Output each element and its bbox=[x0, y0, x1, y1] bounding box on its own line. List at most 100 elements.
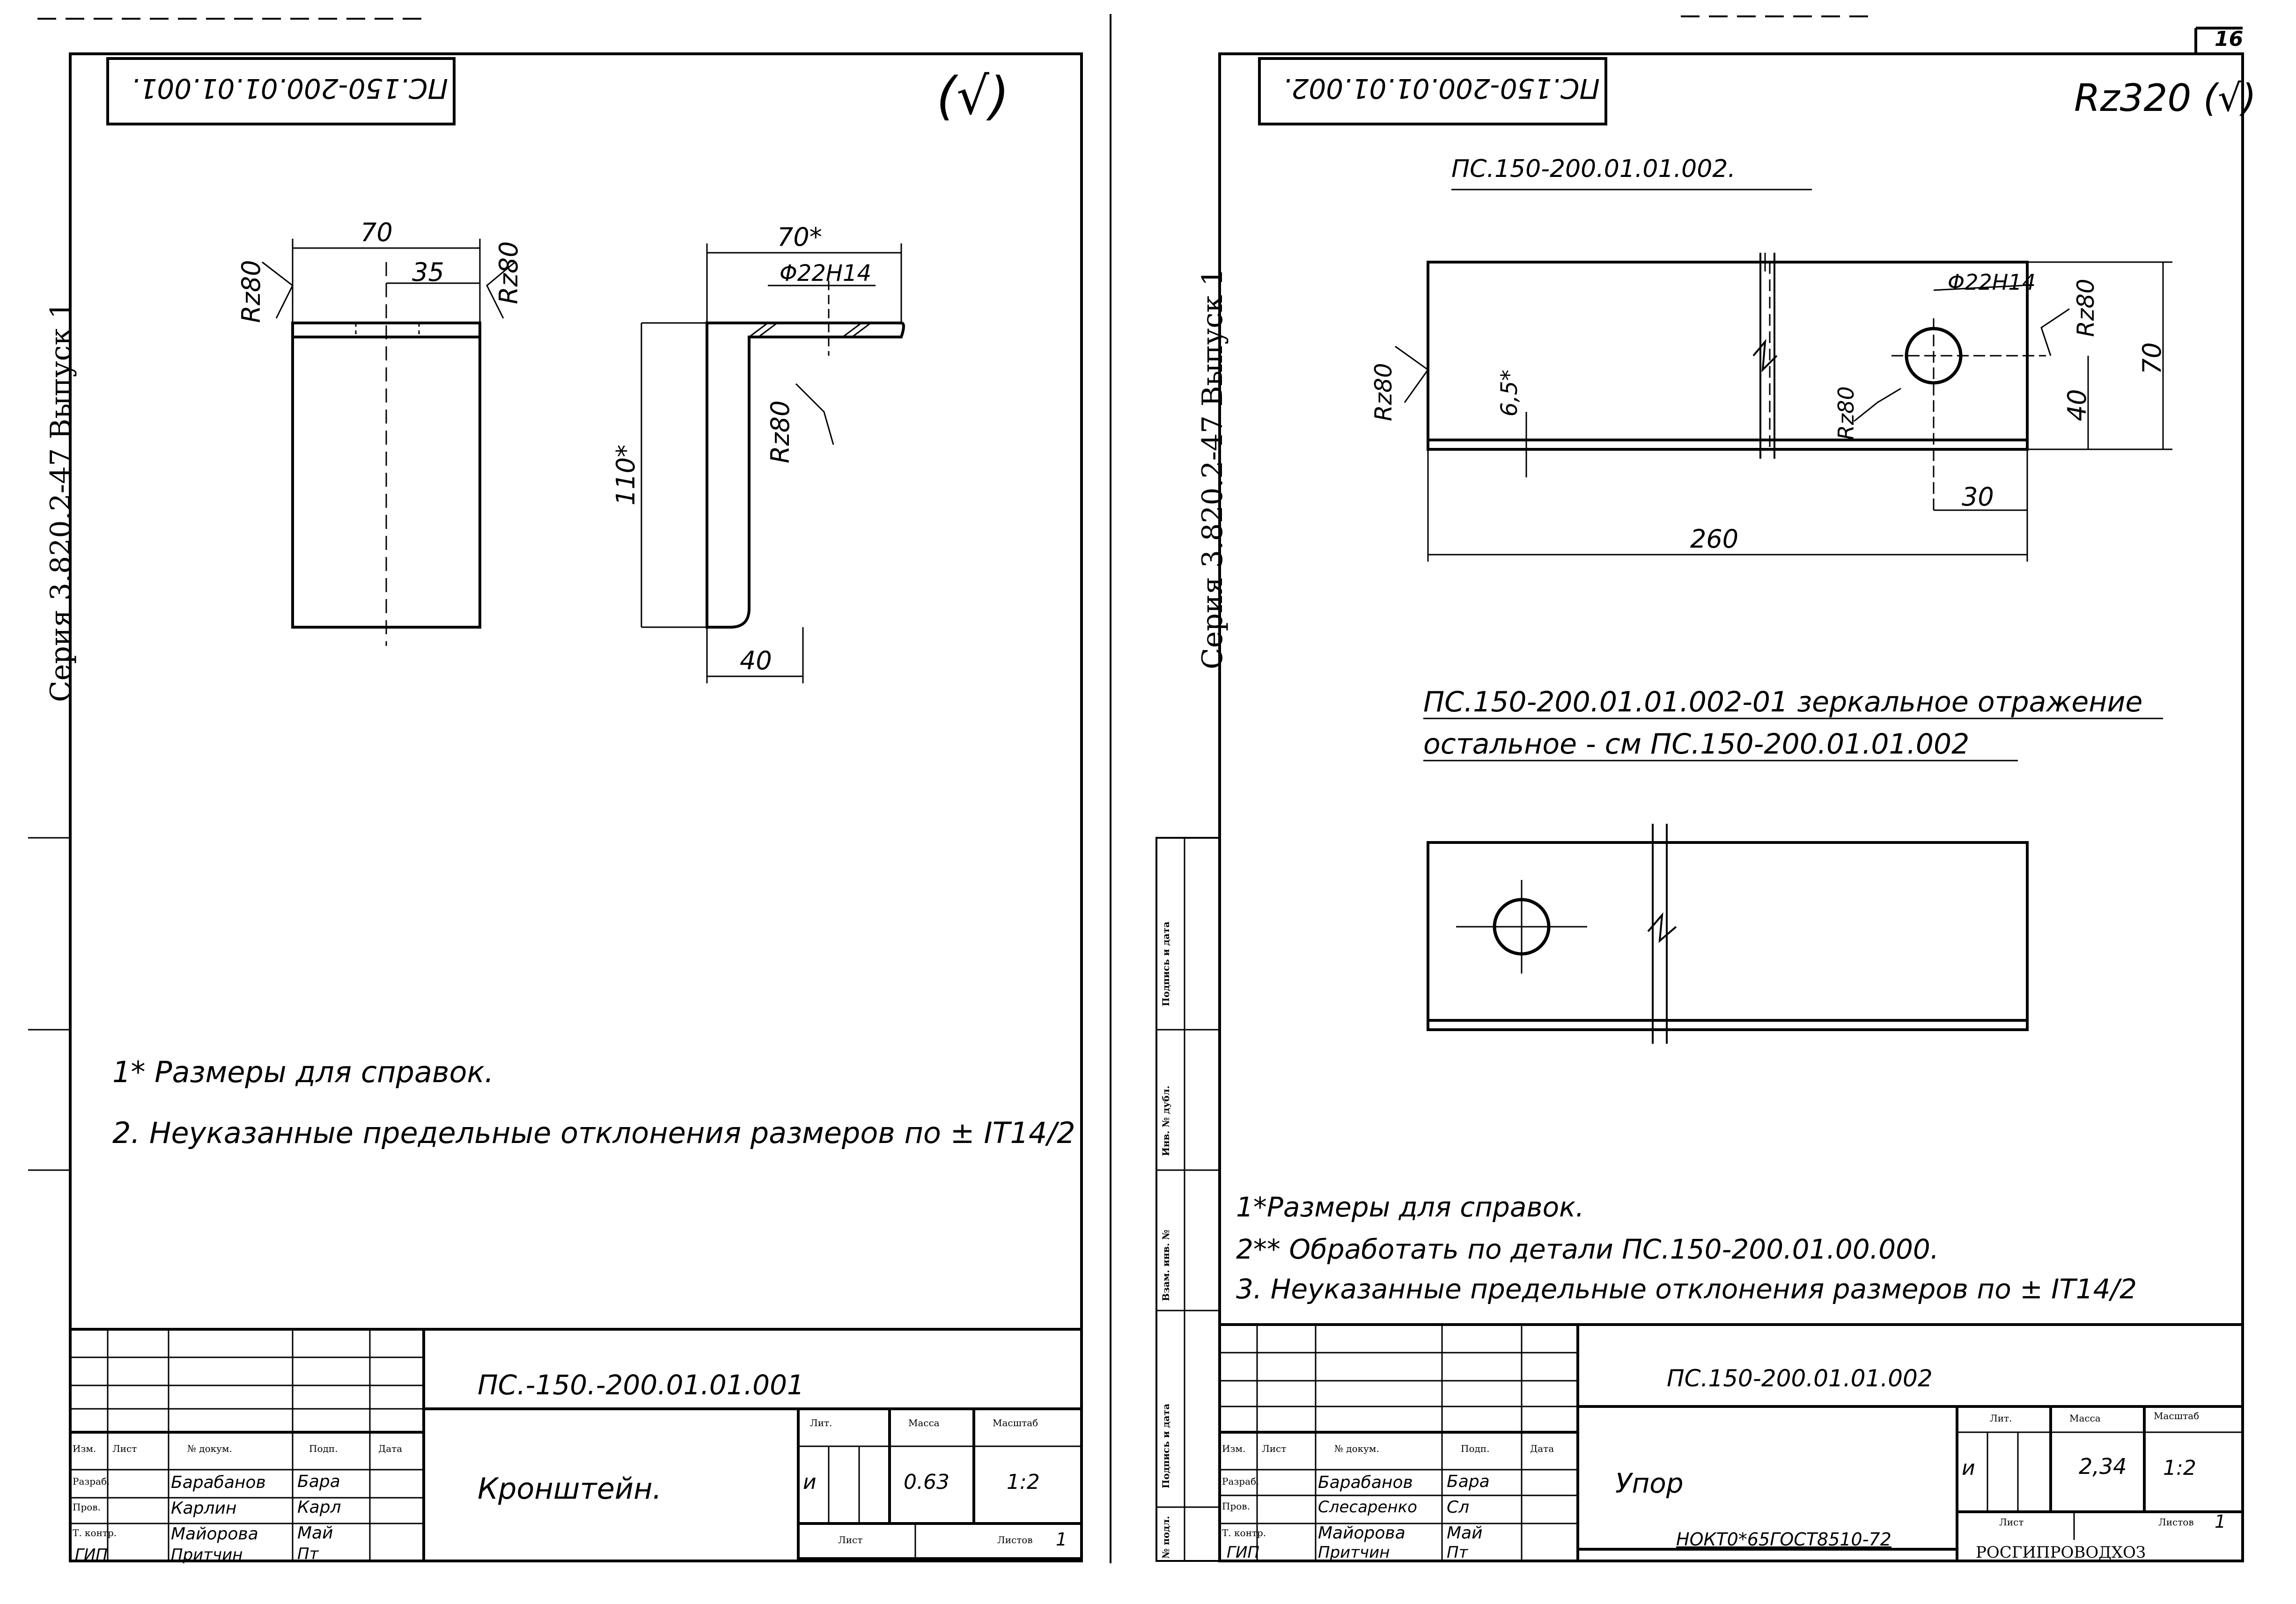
right-series-label: Серия 3.820.2-47 Выпуск 1 bbox=[1196, 268, 1229, 669]
right-mirror-note-1: ПС.150-200.01.01.002-01 зеркальное отраж… bbox=[1423, 686, 2143, 718]
right-part-name: Упор bbox=[1615, 1467, 1684, 1499]
right-col-sign: Подп. bbox=[1461, 1443, 1490, 1454]
right-person-1: Слесаренко bbox=[1318, 1498, 1417, 1516]
right-roughness-symbol: Rz320 (√) bbox=[2074, 76, 2257, 120]
left-lit-value: и bbox=[803, 1470, 817, 1494]
right-signature-2: Май bbox=[1447, 1523, 1483, 1543]
right-person-2: Майорова bbox=[1318, 1523, 1406, 1543]
right-role-1: Пров. bbox=[1222, 1501, 1250, 1512]
left-person-0: Барабанов bbox=[171, 1473, 266, 1492]
right-note-3: 3. Неуказанные предельные отклонения раз… bbox=[1236, 1273, 2137, 1305]
dim-hole: Φ22H14 bbox=[780, 260, 872, 286]
right-scale-value: 1:2 bbox=[2163, 1456, 2196, 1480]
right-stamp-code: ПС.150-200.01.01.002. bbox=[1283, 73, 1600, 104]
right-mass-value: 2,34 bbox=[2079, 1454, 2127, 1479]
right-lit-header: Лит. bbox=[1990, 1413, 2012, 1424]
dim-70: 70 bbox=[361, 218, 393, 247]
dim-35: 35 bbox=[412, 257, 444, 287]
dim-70-star: 70* bbox=[777, 222, 822, 252]
right-col-doc: № докум. bbox=[1334, 1443, 1379, 1454]
right-dim-hole: Φ22H14 bbox=[1948, 270, 2036, 295]
left-role-3: ГИП bbox=[75, 1545, 108, 1564]
right-sheets-header: Листов bbox=[2158, 1516, 2194, 1528]
left-col-date: Дата bbox=[378, 1443, 403, 1454]
right-col-date: Дата bbox=[1530, 1443, 1554, 1454]
right-signature-1: Сл bbox=[1447, 1498, 1470, 1517]
right-signature-0: Бара bbox=[1447, 1472, 1490, 1491]
left-scale-header: Масштаб bbox=[993, 1417, 1038, 1428]
left-role-2: Т. контр. bbox=[73, 1527, 117, 1538]
left-lit-header: Лит. bbox=[810, 1417, 832, 1428]
right-col-list: Лист bbox=[1262, 1443, 1287, 1454]
left-signature-1: Карл bbox=[297, 1498, 341, 1517]
left-sheets-value: 1 bbox=[1056, 1529, 1067, 1550]
right-role-2: Т. контр. bbox=[1222, 1527, 1266, 1538]
left-sheets-header: Листов bbox=[997, 1534, 1033, 1545]
left-col-doc: № докум. bbox=[187, 1443, 232, 1454]
right-col-izm: Изм. bbox=[1222, 1443, 1246, 1454]
left-title-block bbox=[69, 1329, 1082, 1561]
right-dim-40: 40 bbox=[2062, 389, 2092, 421]
side-stamp-2: Инв. № дубл. bbox=[1160, 1085, 1171, 1156]
dim-110: 110* bbox=[611, 444, 640, 505]
left-stamp-code: ПС.150-200.01.01.001. bbox=[131, 73, 448, 104]
left-roughness-symbol: (√) bbox=[936, 66, 1009, 126]
left-signature-0: Бара bbox=[297, 1472, 340, 1491]
right-role-0: Разраб. bbox=[1222, 1476, 1259, 1487]
dim-40: 40 bbox=[740, 646, 772, 675]
right-side-stamp bbox=[1155, 837, 1221, 1562]
side-stamp-5: № подл. bbox=[1160, 1516, 1171, 1559]
left-person-2: Майорова bbox=[171, 1524, 258, 1544]
right-stamp-box bbox=[1258, 57, 1607, 125]
left-signature-3: Пт bbox=[297, 1545, 319, 1563]
left-col-sign: Подп. bbox=[309, 1443, 338, 1454]
left-role-1: Пров. bbox=[73, 1501, 101, 1513]
left-series-label: Серия 3.820.2-47 Выпуск 1 bbox=[44, 301, 77, 702]
left-scale-value: 1:2 bbox=[1007, 1470, 1040, 1494]
right-rz80-left: Rz80 bbox=[1370, 363, 1397, 421]
right-note-2: 2** Обработать по детали ПС.150-200.01.0… bbox=[1236, 1233, 1939, 1265]
rz80-left: Rz80 bbox=[236, 260, 266, 323]
left-part-name: Кронштейн. bbox=[478, 1472, 662, 1506]
left-signature-2: Май bbox=[297, 1523, 333, 1543]
right-rz80-right: Rz80 bbox=[2072, 278, 2099, 337]
left-note-1: 1* Размеры для справок. bbox=[112, 1055, 494, 1089]
left-person-1: Карлин bbox=[171, 1499, 237, 1518]
rz80-side: Rz80 bbox=[765, 400, 795, 463]
right-dim-thickness: 6,5* bbox=[1496, 369, 1523, 417]
right-frame bbox=[1218, 52, 2244, 1562]
right-doc-code: ПС.150-200.01.01.002 bbox=[1667, 1365, 1933, 1392]
left-sheet-header: Лист bbox=[838, 1534, 863, 1545]
right-person-3: Притчин bbox=[1318, 1543, 1390, 1562]
left-frame bbox=[69, 52, 1083, 1562]
left-doc-code: ПС.-150.-200.01.01.001 bbox=[478, 1369, 804, 1401]
right-note-1: 1*Размеры для справок. bbox=[1236, 1191, 1584, 1223]
right-title-block bbox=[1220, 1323, 2243, 1561]
right-sheet-header: Лист bbox=[1999, 1516, 2024, 1528]
side-stamp-1: Подпись и дата bbox=[1160, 921, 1171, 1006]
left-stamp-box bbox=[106, 57, 456, 125]
right-lit-value: и bbox=[1962, 1456, 1975, 1480]
right-rz80-hole: Rz80 bbox=[1833, 386, 1859, 440]
side-stamp-3: Взам. инв. № bbox=[1160, 1230, 1171, 1301]
rz80-right: Rz80 bbox=[494, 241, 523, 304]
right-material: НОКТ0*65ГОСТ8510-72 bbox=[1676, 1529, 1891, 1550]
left-mass-value: 0.63 bbox=[904, 1470, 949, 1494]
left-person-3: Притчин bbox=[171, 1545, 243, 1564]
plate-view-main bbox=[1395, 189, 2172, 562]
right-dim-70: 70 bbox=[2137, 342, 2167, 374]
bracket-side-view bbox=[706, 322, 905, 629]
right-signature-3: Пт bbox=[1447, 1543, 1468, 1562]
right-sheets-value: 1 bbox=[2215, 1511, 2226, 1532]
left-note-2: 2. Неуказанные предельные отклонения раз… bbox=[112, 1116, 1075, 1150]
right-org: РОСГИПРОВОДХОЗ bbox=[1976, 1543, 2146, 1562]
right-scale-header: Масштаб bbox=[2154, 1410, 2200, 1421]
right-person-0: Барабанов bbox=[1318, 1473, 1413, 1492]
left-col-list: Лист bbox=[112, 1443, 137, 1454]
right-dim-260: 260 bbox=[1690, 524, 1739, 554]
right-mass-header: Масса bbox=[2069, 1413, 2101, 1424]
left-role-0: Разраб. bbox=[73, 1476, 110, 1487]
right-part-heading: ПС.150-200.01.01.002. bbox=[1451, 155, 1736, 183]
